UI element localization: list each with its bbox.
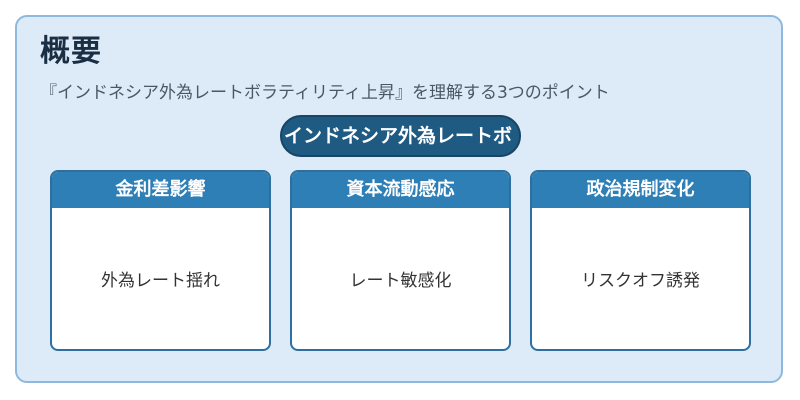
central-topic-label: インドネシア外為レートボ: [284, 125, 513, 147]
page-subtitle: 『インドネシア外為レートボラティリティ上昇』を理解する3つのポイント: [40, 83, 610, 103]
point-card-2-body: レート敏感化: [349, 271, 452, 291]
point-card-1-body: 外為レート揺れ: [101, 271, 220, 291]
point-card-3-body: リスクオフ誘発: [581, 271, 700, 291]
page-title: 概要: [40, 34, 102, 69]
point-card-3-title: 政治規制変化: [532, 172, 749, 208]
point-card-2: 資本流動感応 レート敏感化: [290, 170, 511, 351]
central-topic-pill: インドネシア外為レートボ: [280, 115, 521, 157]
point-card-3: 政治規制変化 リスクオフ誘発: [530, 170, 751, 351]
point-card-1: 金利差影響 外為レート揺れ: [50, 170, 271, 351]
point-card-1-title: 金利差影響: [52, 172, 269, 208]
point-card-2-title: 資本流動感応: [292, 172, 509, 208]
